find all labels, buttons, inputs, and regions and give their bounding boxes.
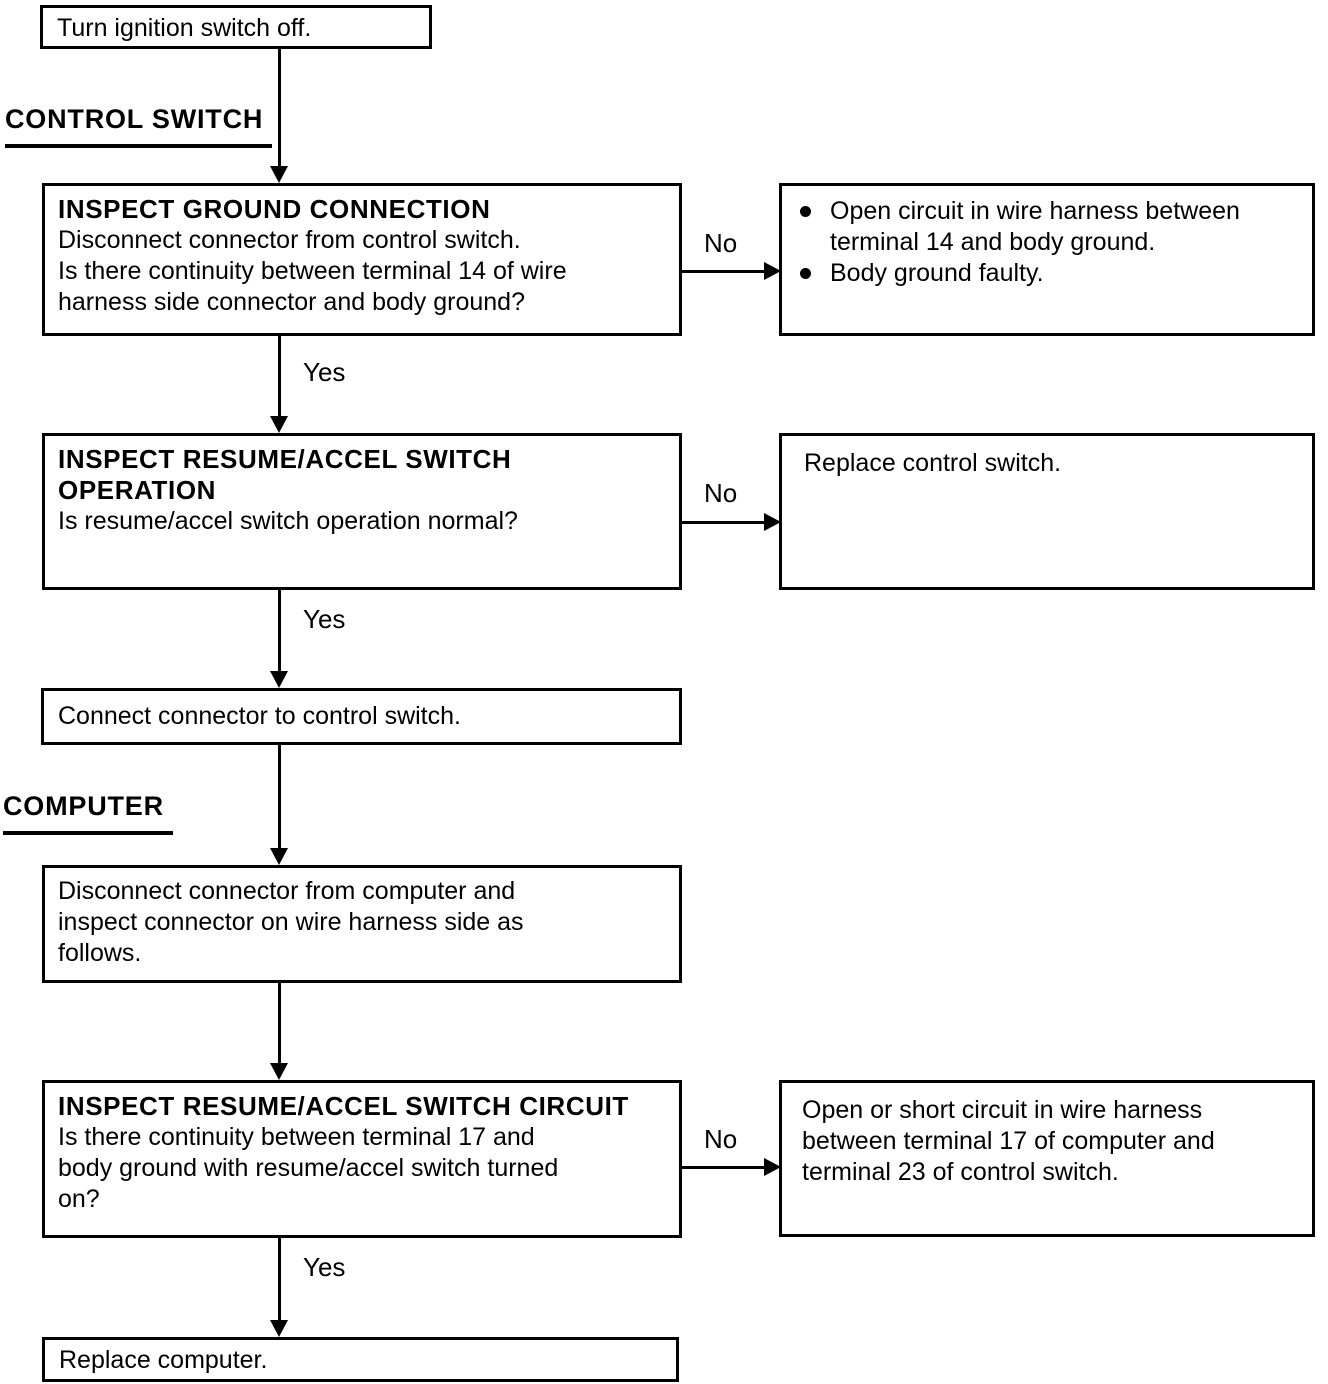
no-label-2: No	[704, 478, 738, 508]
start-box-text: Turn ignition switch off.	[57, 14, 312, 42]
start-box: Turn ignition switch off.	[40, 5, 432, 49]
open-short-circuit-result-box: Open or short circuit in wire harness be…	[779, 1080, 1315, 1237]
yes-label-2: Yes	[303, 604, 346, 634]
bullet-icon	[800, 268, 811, 279]
section-label-computer: COMPUTER	[3, 791, 173, 835]
ground-fail-result-box: Open circuit in wire harness between ter…	[779, 183, 1315, 336]
connector-line-circuit	[278, 983, 281, 1064]
replace-control-switch-text: Replace control switch.	[804, 449, 1062, 477]
replace-computer-box: Replace computer.	[42, 1337, 679, 1382]
result-item: Body ground faulty.	[800, 258, 1304, 289]
disconnect-computer-box: Disconnect connector from computer and i…	[42, 865, 682, 983]
no-label-3: No	[704, 1124, 738, 1154]
result-item-text: Body ground faulty.	[830, 259, 1044, 287]
section-label-computer-text: COMPUTER	[3, 791, 164, 821]
connector-line-yes-2	[278, 590, 281, 672]
inspect-ground-connection-body: Disconnect connector from control switch…	[58, 226, 567, 316]
open-short-circuit-result-text: Open or short circuit in wire harness be…	[802, 1096, 1215, 1186]
inspect-resume-accel-circuit-body: Is there continuity between terminal 17 …	[58, 1123, 559, 1213]
arrowhead-down-icon	[270, 848, 288, 865]
no-connector-line-1	[682, 270, 766, 273]
inspect-resume-accel-operation-title: INSPECT RESUME/ACCEL SWITCH OPERATION	[58, 444, 512, 505]
connector-line-yes-3	[278, 1238, 281, 1321]
connector-line-computer	[278, 745, 281, 849]
arrowhead-down-icon	[270, 1320, 288, 1337]
connect-connector-box: Connect connector to control switch.	[41, 688, 682, 745]
no-connector-line-3	[682, 1166, 766, 1169]
arrowhead-right-icon	[764, 262, 781, 280]
replace-control-switch-box: Replace control switch.	[779, 433, 1315, 590]
inspect-resume-accel-operation-box: INSPECT RESUME/ACCEL SWITCH OPERATION Is…	[42, 433, 682, 590]
section-label-control-switch-text: CONTROL SWITCH	[5, 104, 264, 134]
arrowhead-down-icon	[270, 166, 288, 183]
yes-label-3: Yes	[303, 1252, 346, 1282]
arrowhead-right-icon	[764, 513, 781, 531]
inspect-ground-connection-title: INSPECT GROUND CONNECTION	[58, 194, 491, 224]
replace-computer-text: Replace computer.	[59, 1346, 268, 1374]
arrowhead-right-icon	[764, 1158, 781, 1176]
no-connector-line-2	[682, 521, 766, 524]
connector-line-start	[278, 49, 281, 167]
result-item: Open circuit in wire harness between ter…	[800, 196, 1304, 258]
arrowhead-down-icon	[270, 671, 288, 688]
inspect-resume-accel-operation-body: Is resume/accel switch operation normal?	[58, 507, 518, 535]
yes-label-1: Yes	[303, 357, 346, 387]
connect-connector-text: Connect connector to control switch.	[58, 702, 461, 730]
connector-line-yes-1	[278, 336, 281, 417]
disconnect-computer-text: Disconnect connector from computer and i…	[58, 877, 524, 967]
arrowhead-down-icon	[270, 1063, 288, 1080]
no-label-1: No	[704, 228, 738, 258]
inspect-ground-connection-box: INSPECT GROUND CONNECTION Disconnect con…	[42, 183, 682, 336]
bullet-icon	[800, 206, 811, 217]
result-item-text: Open circuit in wire harness between ter…	[830, 197, 1240, 256]
arrowhead-down-icon	[270, 416, 288, 433]
section-label-control-switch: CONTROL SWITCH	[5, 104, 272, 148]
inspect-resume-accel-circuit-title: INSPECT RESUME/ACCEL SWITCH CIRCUIT	[58, 1091, 629, 1121]
inspect-resume-accel-circuit-box: INSPECT RESUME/ACCEL SWITCH CIRCUIT Is t…	[42, 1080, 682, 1238]
